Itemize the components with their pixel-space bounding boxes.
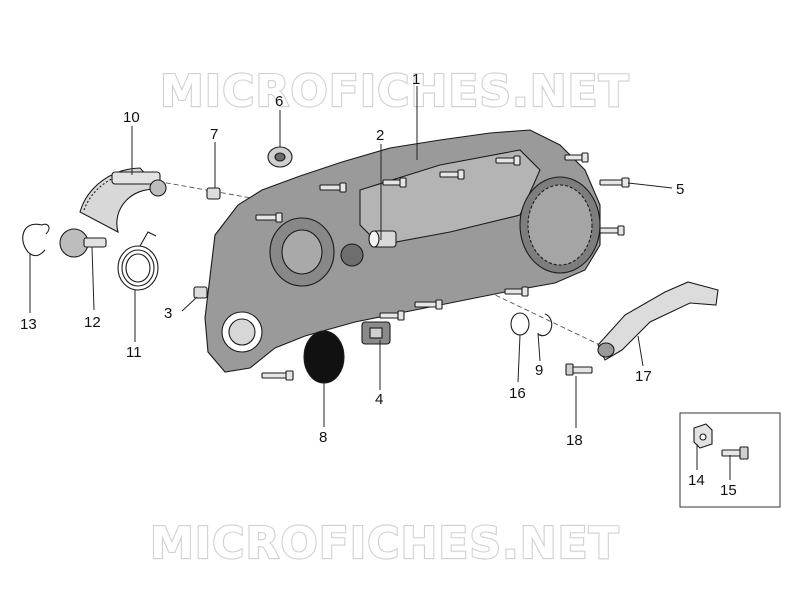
kickstart-gear — [79, 167, 167, 234]
callout-5: 5 — [676, 181, 684, 198]
dowel-pin-3 — [193, 286, 208, 299]
callout-10: 10 — [123, 109, 140, 126]
inset-bolt — [721, 446, 749, 460]
callout-13: 13 — [20, 316, 37, 333]
callout-17: 17 — [635, 368, 652, 385]
rubber-block — [361, 321, 391, 345]
wire-clip — [22, 223, 50, 257]
callout-18: 18 — [566, 432, 583, 449]
return-spring — [117, 231, 159, 291]
callout-15: 15 — [720, 482, 737, 499]
callout-1: 1 — [412, 71, 420, 88]
bearing — [267, 146, 293, 168]
kickstart-lever — [597, 281, 719, 361]
callout-9: 9 — [535, 362, 543, 379]
callout-4: 4 — [375, 391, 383, 408]
callout-6: 6 — [275, 93, 283, 110]
callout-2: 2 — [376, 127, 384, 144]
shaft-bush — [368, 230, 397, 248]
watermark-bottom: MICROFICHES.NET — [150, 518, 620, 569]
lever-bolt — [565, 363, 593, 376]
dowel-pin-7 — [206, 187, 221, 200]
circlip — [537, 313, 553, 337]
callout-14: 14 — [688, 472, 705, 489]
bracket — [693, 423, 713, 449]
driven-gear — [59, 228, 107, 258]
callout-8: 8 — [319, 429, 327, 446]
watermark-top: MICROFICHES.NET — [160, 66, 630, 117]
callout-7: 7 — [210, 126, 218, 143]
seal-cap — [303, 330, 345, 384]
cover-screws — [255, 152, 630, 381]
callout-3: 3 — [164, 305, 172, 322]
callout-16: 16 — [509, 385, 526, 402]
callout-12: 12 — [84, 314, 101, 331]
washer — [510, 312, 530, 336]
callout-11: 11 — [126, 344, 142, 361]
transmission-cover — [204, 129, 601, 373]
leader-lines — [29, 86, 731, 480]
